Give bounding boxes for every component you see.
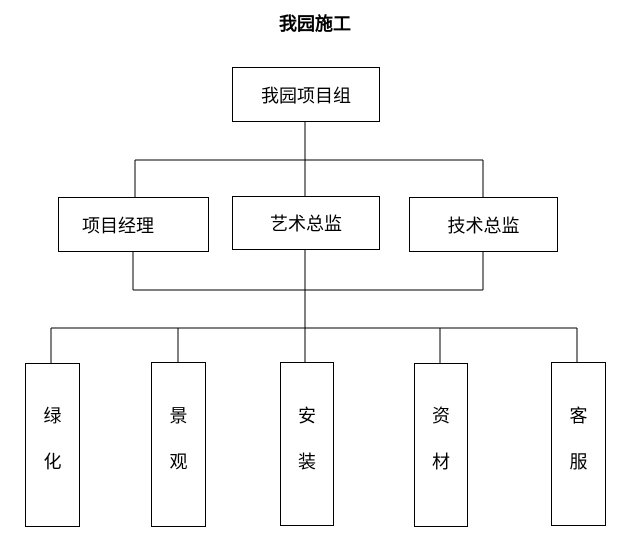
node-root: 我园项目组 <box>232 67 380 122</box>
node-manager-3-label: 技术总监 <box>447 215 520 237</box>
node-department-3: 安 装 <box>280 362 334 526</box>
node-department-2-char-1: 景 <box>169 406 188 427</box>
node-root-label: 我园项目组 <box>261 85 351 107</box>
node-department-3-char-1: 安 <box>298 406 316 427</box>
node-department-5-char-2: 服 <box>569 452 588 473</box>
node-department-1-char-1: 绿 <box>43 406 62 427</box>
node-department-5: 客 服 <box>551 362 606 526</box>
node-department-1: 绿 化 <box>25 363 80 527</box>
node-manager-3: 技术总监 <box>409 197 558 252</box>
node-department-3-char-2: 装 <box>298 452 316 473</box>
node-manager-1: 项目经理 <box>58 197 209 252</box>
node-department-2-char-2: 观 <box>169 452 188 473</box>
node-department-5-char-1: 客 <box>569 406 588 427</box>
node-department-1-char-2: 化 <box>43 452 62 473</box>
node-department-2: 景 观 <box>151 362 206 527</box>
node-manager-2: 艺术总监 <box>232 196 380 250</box>
node-department-4: 资 材 <box>414 363 468 527</box>
node-department-4-char-2: 材 <box>432 452 450 473</box>
node-department-4-char-1: 资 <box>432 406 450 427</box>
node-manager-2-label: 艺术总监 <box>270 214 342 235</box>
diagram-title: 我园施工 <box>279 14 351 35</box>
node-manager-1-label: 项目经理 <box>82 215 154 237</box>
